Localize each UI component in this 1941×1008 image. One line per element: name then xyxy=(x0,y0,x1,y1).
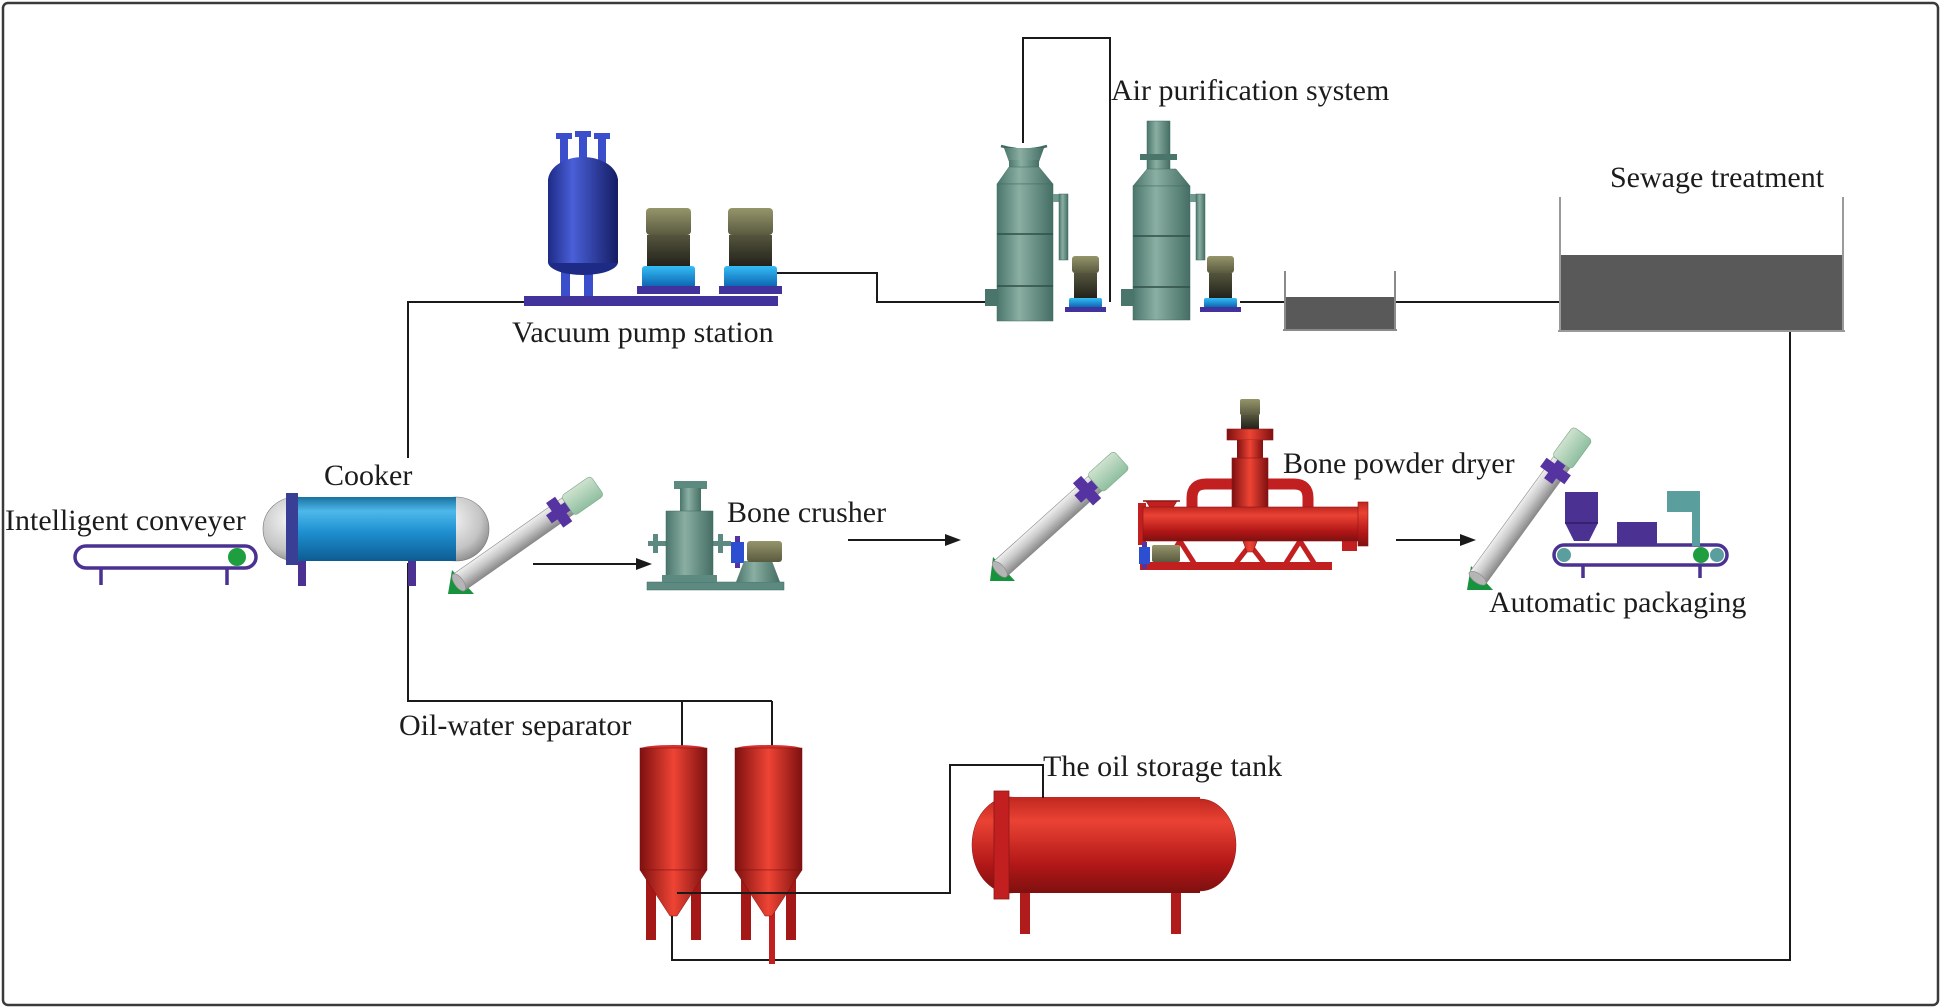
pipe-separator-to-oil-tank xyxy=(677,764,1044,894)
label-oil-water-separator: Oil-water separator xyxy=(399,709,632,742)
intelligent-conveyer xyxy=(73,544,258,585)
oil-water-separator-tank-2 xyxy=(734,745,803,964)
bone-powder-dryer xyxy=(1138,399,1369,570)
oil-storage-tank xyxy=(971,790,1237,934)
cooker xyxy=(262,493,490,586)
vacuum-pump-2 xyxy=(719,208,782,294)
scrubber-tower-1 xyxy=(985,144,1069,322)
screw-conveyor-1 xyxy=(448,476,603,594)
automatic-packaging-machine xyxy=(1552,491,1729,578)
label-bone-crusher: Bone crusher xyxy=(727,496,887,529)
pump-station-base xyxy=(524,296,778,306)
separator-drain-pipe xyxy=(769,902,775,964)
vacuum-pump-1 xyxy=(637,208,700,294)
dryer-drum xyxy=(1142,506,1363,542)
screw-conveyor-3 xyxy=(1467,427,1592,590)
bone-crusher xyxy=(646,481,785,591)
cyclone-motor xyxy=(1240,399,1260,415)
label-automatic-packaging: Automatic packaging xyxy=(1489,586,1747,619)
belt-roller xyxy=(1693,547,1709,563)
label-intelligent-conveyer: Intelligent conveyer xyxy=(5,504,246,537)
scrubber-pump-2 xyxy=(1200,256,1241,312)
scrubber-tower-2 xyxy=(1121,120,1206,321)
vacuum-tank xyxy=(548,179,618,263)
arrow-cooker-to-crusher xyxy=(533,558,652,570)
filler-hopper xyxy=(1565,492,1598,523)
screw-conveyor-2 xyxy=(990,452,1129,581)
small-water-tank xyxy=(1283,271,1397,331)
pipe-pumps-to-scrubber xyxy=(775,272,985,303)
sewage-treatment-tank xyxy=(1558,197,1845,332)
oil-water-separator-tank-1 xyxy=(639,745,708,940)
tank-flange-ring xyxy=(993,790,1010,900)
flow-arrows xyxy=(533,534,1476,570)
label-sewage-treatment: Sewage treatment xyxy=(1610,161,1825,194)
bag-holder xyxy=(1667,491,1700,512)
label-vacuum-pump-station: Vacuum pump station xyxy=(512,316,774,349)
package-box xyxy=(1617,522,1657,545)
label-cooker: Cooker xyxy=(324,459,413,492)
pipe-cooker-to-separators xyxy=(407,563,772,702)
cyclone-body xyxy=(1231,457,1269,513)
label-air-purification-system: Air purification system xyxy=(1111,74,1390,107)
pipe-vacuum-to-cooker-upper xyxy=(407,301,524,458)
pipe-separator-to-sewage xyxy=(671,331,1791,961)
crusher-motor xyxy=(747,541,782,562)
air-purification-system xyxy=(985,120,1241,322)
pipe-lines xyxy=(407,37,1791,961)
label-oil-storage-tank: The oil storage tank xyxy=(1043,750,1283,783)
arrow-dryer-to-packaging xyxy=(1396,534,1476,546)
conveyor-roller xyxy=(228,548,246,566)
arrow-crusher-to-dryer xyxy=(848,534,961,546)
dryer-motor xyxy=(1152,545,1180,562)
label-bone-powder-dryer: Bone powder dryer xyxy=(1283,447,1515,480)
pipe-lines-over xyxy=(677,764,1044,894)
scrubber-pump-1 xyxy=(1065,256,1106,312)
vacuum-pump-station xyxy=(524,131,782,306)
duct-scrubber-top xyxy=(1022,37,1111,302)
